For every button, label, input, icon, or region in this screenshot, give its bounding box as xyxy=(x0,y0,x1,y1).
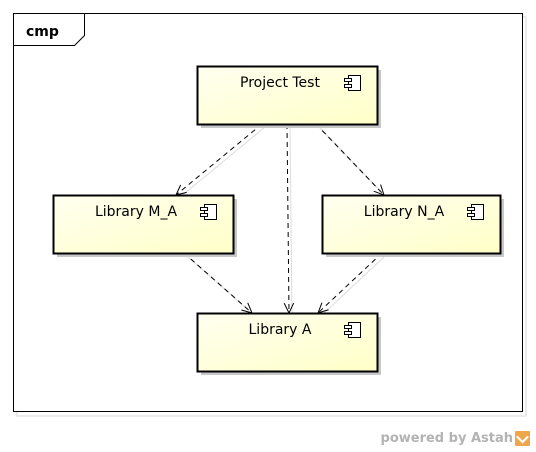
component-icon xyxy=(200,204,217,220)
frame-label: cmp xyxy=(26,24,59,40)
component-label: Library N_A xyxy=(364,204,445,220)
component-icon xyxy=(467,204,484,220)
component-label: Library A xyxy=(249,322,312,338)
component-label: Library M_A xyxy=(95,204,177,220)
component-box xyxy=(52,194,235,255)
component-box xyxy=(196,312,379,373)
component-library-a[interactable]: Library A xyxy=(196,312,382,376)
component-icon xyxy=(344,75,361,91)
component-box xyxy=(196,65,379,126)
component-label: Project Test xyxy=(240,75,320,91)
powered-by-footer: powered by Astah xyxy=(381,431,530,446)
component-library-n-a[interactable]: Library N_A xyxy=(321,194,505,258)
dependency-layer xyxy=(175,123,388,317)
powered-by-text: powered by Astah xyxy=(380,431,513,446)
component-project-test[interactable]: Project Test xyxy=(196,65,382,129)
component-icon xyxy=(344,322,361,338)
frame-label-tab xyxy=(13,13,85,46)
component-library-m-a[interactable]: Library M_A xyxy=(52,194,238,258)
component-box xyxy=(321,194,502,255)
astah-logo-icon xyxy=(515,431,530,446)
